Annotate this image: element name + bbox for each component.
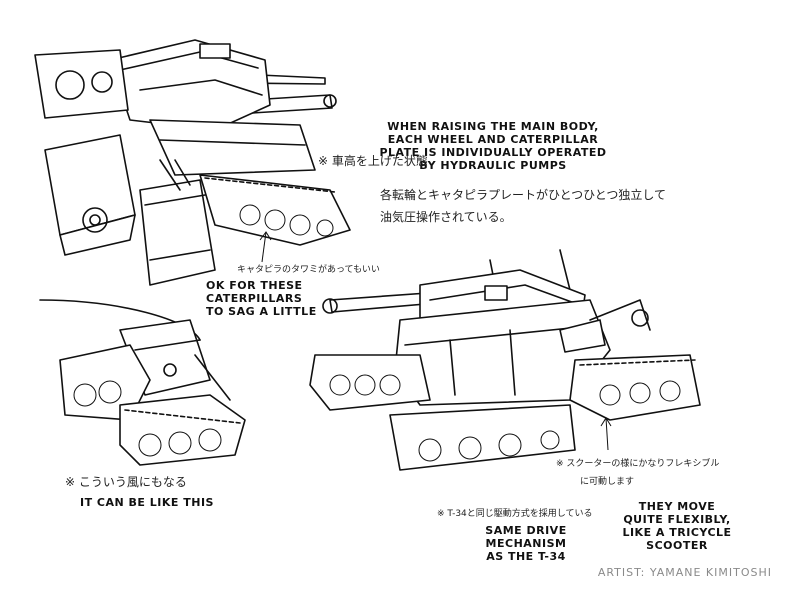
alternate-config-note-jp: ※ こういう風にもなる: [65, 475, 187, 489]
annotation-arrows: [259, 231, 612, 451]
scooter-note-jp-1: ※ スクーターの様にかなりフレキシブル: [556, 459, 720, 469]
scooter-note: They move quite flexibly, like a tricycl…: [622, 500, 732, 552]
raising-body-note-jp-2: 油気圧操作されている。: [380, 210, 512, 224]
scooter-note-jp-2: に可動します: [580, 477, 635, 487]
t34-note-jp: ※ T-34と同じ駆動方式を採用している: [437, 509, 593, 519]
raising-body-note-jp-1: 各転輪とキャタピラプレートがひとつひとつ独立して: [380, 188, 666, 202]
lowered-tank-sketch: [309, 249, 701, 471]
raising-body-note: When raising the main body, each wheel a…: [379, 120, 607, 172]
t34-note: Same drive mechanism as the T-34: [485, 524, 567, 563]
raised-tank-sketch: [34, 39, 351, 286]
sag-note-jp: キャタピラのタワミがあってもいい: [237, 265, 380, 275]
sag-note: OK for these caterpillars to sag a littl…: [206, 279, 317, 318]
alternate-config-note: It can be like this: [80, 496, 214, 509]
raising-body-label-jp: ※ 車高を上げた状態: [318, 154, 428, 168]
alternate-configuration-sketch: [39, 299, 246, 466]
artist-credit: Artist: Yamane Kimitoshi: [597, 566, 772, 579]
